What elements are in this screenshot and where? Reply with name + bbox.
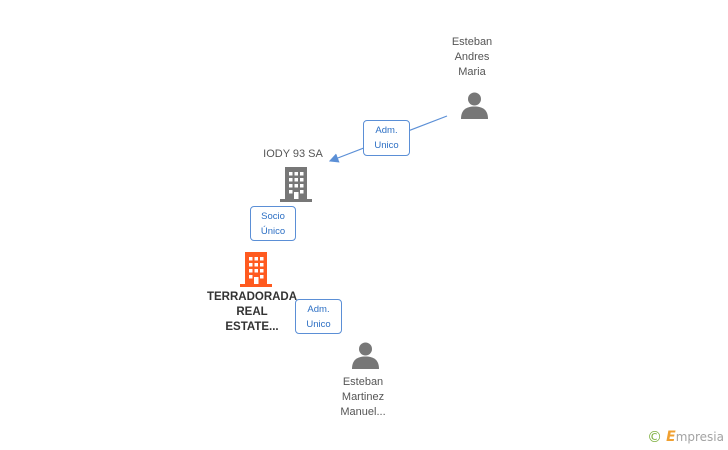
person-name-line: Manuel...	[340, 406, 386, 418]
company-name-label: IODY 93 SA	[238, 147, 348, 162]
person-icon	[461, 92, 488, 119]
person-icon	[352, 342, 379, 369]
empresia-logo: Empresia	[666, 429, 724, 445]
relation-label-line: Adm.	[375, 125, 398, 136]
person-name-line: Maria	[458, 66, 486, 78]
relation-label-line: Único	[260, 226, 286, 237]
logo-text: mpresia	[675, 430, 724, 444]
company-name-line: IODY 93 SA	[263, 148, 323, 160]
person-name-line: Esteban	[451, 36, 493, 48]
logo-initial: E	[666, 429, 676, 445]
company-name-line: REAL	[236, 306, 268, 318]
company-name-label: TERRADORADA REAL ESTATE...	[197, 290, 307, 335]
relation-label-line: Unico	[374, 140, 399, 151]
person-name-line: Martinez	[341, 391, 385, 403]
relation-label-line: Socio	[261, 211, 285, 222]
relation-label-line: Unico	[306, 319, 331, 330]
person-name-line: Andres	[454, 51, 490, 63]
relation-label-line: Adm.	[307, 304, 330, 315]
person-name-label: Esteban Andres Maria	[417, 35, 527, 80]
person-name-line: Esteban	[342, 376, 384, 388]
building-icon	[280, 167, 312, 202]
relation-badge-socio-unico[interactable]: Socio Único	[250, 206, 296, 241]
relation-badge-adm-unico[interactable]: Adm. Unico	[363, 120, 410, 156]
relation-badge-adm-unico[interactable]: Adm. Unico	[295, 299, 342, 334]
empresia-watermark: © Empresia	[647, 428, 724, 446]
building-icon	[240, 252, 272, 287]
company-name-line: ESTATE...	[225, 321, 279, 333]
person-name-label: Esteban Martinez Manuel...	[308, 375, 418, 420]
company-name-line: TERRADORADA	[206, 291, 298, 303]
copyright-icon: ©	[647, 428, 663, 446]
